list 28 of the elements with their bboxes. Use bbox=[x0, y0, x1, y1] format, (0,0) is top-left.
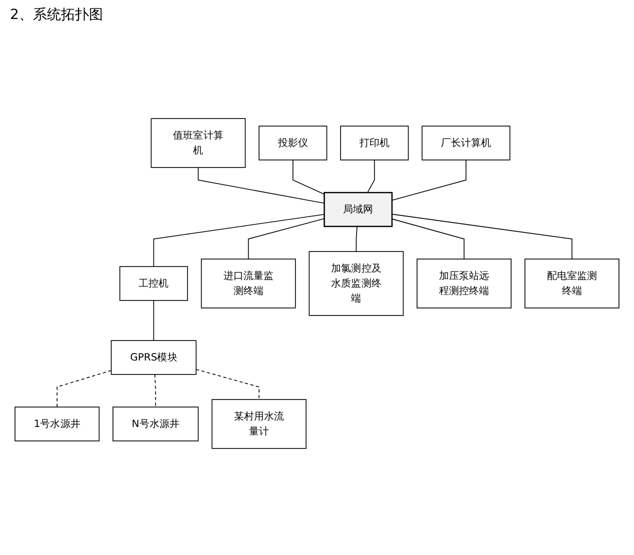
connector bbox=[392, 160, 466, 201]
diagram-title: 2、系统拓扑图 bbox=[10, 6, 104, 24]
node-box: 局域网 bbox=[324, 192, 393, 228]
connector bbox=[196, 368, 260, 400]
node-box: 配电室监测终端 bbox=[524, 258, 620, 308]
node-box: 厂长计算机 bbox=[422, 126, 510, 160]
node-box: 工控机 bbox=[119, 266, 188, 301]
connector bbox=[292, 160, 325, 195]
connector bbox=[153, 300, 154, 341]
node-box: 某村用水流量计 bbox=[212, 399, 306, 449]
connector bbox=[248, 218, 325, 260]
node-box: GPRS模块 bbox=[110, 340, 197, 375]
node-box: 值班室计算机 bbox=[150, 118, 246, 168]
connector bbox=[198, 167, 325, 204]
node-box: N号水源井 bbox=[112, 406, 199, 442]
connector bbox=[56, 370, 112, 408]
connector bbox=[356, 226, 358, 252]
node-box: 1号水源井 bbox=[14, 406, 100, 442]
node-box: 投影仪 bbox=[258, 126, 328, 160]
node-box: 加氯测控及水质监测终端 bbox=[308, 251, 404, 316]
node-box: 进口流量监测终端 bbox=[200, 258, 296, 308]
connector bbox=[153, 214, 325, 267]
connector bbox=[367, 160, 375, 193]
node-box: 加压泵站远程测控终端 bbox=[416, 258, 512, 308]
connector bbox=[392, 214, 572, 260]
connector bbox=[392, 218, 464, 260]
node-box: 打印机 bbox=[340, 126, 409, 160]
connector bbox=[154, 374, 156, 408]
